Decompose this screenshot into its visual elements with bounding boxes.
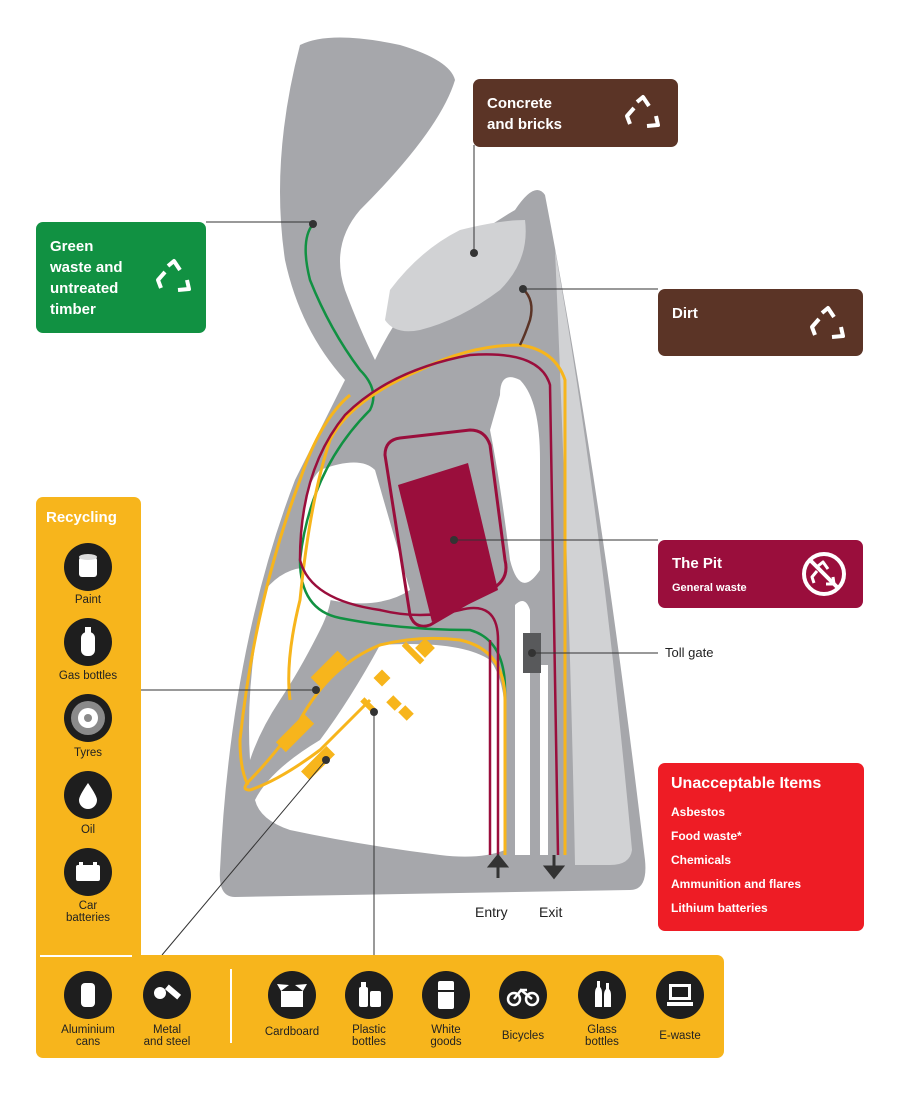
list-item: Lithium batteries xyxy=(671,901,768,915)
recycle-icon xyxy=(156,259,191,292)
callout-lines xyxy=(141,145,658,956)
concrete-title: Concrete and bricks xyxy=(487,95,563,133)
callout-dots xyxy=(309,220,536,764)
east-land xyxy=(555,250,632,865)
concrete-area xyxy=(385,220,526,332)
gas-bottle-icon xyxy=(64,618,112,666)
list-item: Ammunition and flares xyxy=(671,877,802,891)
outer-yellow xyxy=(238,393,351,786)
no-recycle-icon xyxy=(802,552,846,596)
island-south xyxy=(255,644,505,857)
gas-bottles-label: Gas bottles xyxy=(58,670,118,682)
island-west xyxy=(300,462,410,604)
list-item: Chemicals xyxy=(671,853,732,867)
maroon-route xyxy=(298,353,560,856)
pit-title: The Pit xyxy=(672,555,723,572)
bay-5 xyxy=(398,705,414,721)
recycling-bottom-panel: Aluminium cans Metal and steel Cardboard… xyxy=(36,955,724,1058)
plastic-bottle-icon xyxy=(345,971,393,1019)
aluminium-cans-label: Aluminium cans xyxy=(61,1024,115,1048)
green-route xyxy=(298,223,507,855)
glass-bottles-label: Glass bottles xyxy=(585,1024,619,1048)
cardboard-label: Cardboard xyxy=(264,1026,320,1038)
panel-divider xyxy=(40,955,132,957)
recycling-panel: Recycling Paint Gas bottles Tyres Oil Ca… xyxy=(36,497,141,962)
glass-bottle-icon xyxy=(578,971,626,1019)
recycling-bays xyxy=(275,638,435,780)
car-battery-icon xyxy=(64,848,112,896)
cardboard-box-icon xyxy=(268,971,316,1019)
entry-arrow-icon xyxy=(486,853,510,878)
paint-label: Paint xyxy=(74,594,102,606)
oil-drop-icon xyxy=(64,771,112,819)
dirt-title: Dirt xyxy=(672,305,698,322)
green-waste-box: Green waste and untreated timber xyxy=(36,222,206,333)
list-item: Asbestos xyxy=(671,805,726,819)
bay-tyre xyxy=(275,713,315,753)
recycling-title: Recycling xyxy=(46,509,117,526)
entry-label: Entry xyxy=(475,904,508,920)
bicycles-label: Bicycles xyxy=(501,1030,545,1042)
plastic-bottles-label: Plastic bottles xyxy=(352,1024,386,1048)
tyre-icon xyxy=(64,694,112,742)
computer-icon xyxy=(656,971,704,1019)
exit-arrow-icon xyxy=(542,855,566,880)
brown-route xyxy=(518,288,533,346)
pit-outline xyxy=(383,428,508,628)
pit-subtitle: General waste xyxy=(672,582,747,594)
tyres-label: Tyres xyxy=(73,747,103,759)
metal-label: Metal and steel xyxy=(143,1024,191,1048)
island-exit xyxy=(540,665,548,855)
toll-gate-label: Toll gate xyxy=(665,645,714,660)
car-batteries-label: Car batteries xyxy=(65,900,111,924)
metal-icon xyxy=(143,971,191,1019)
unacceptable-box: Unacceptable Items Asbestos Food waste* … xyxy=(658,763,864,931)
pit-area xyxy=(398,463,498,622)
bay-4 xyxy=(386,695,402,711)
recycle-icon xyxy=(810,306,845,339)
green-waste-title: Green waste and untreated timber xyxy=(50,238,123,318)
bay-1 xyxy=(415,638,435,658)
island-center xyxy=(490,377,540,583)
bay-3 xyxy=(401,641,425,665)
bicycle-icon xyxy=(499,971,547,1019)
callout-metal xyxy=(161,759,327,956)
bay-gas xyxy=(310,650,348,688)
pit-box: The Pit General waste xyxy=(658,540,863,608)
bay-2 xyxy=(373,669,391,687)
concrete-box: Concrete and bricks xyxy=(473,79,678,147)
aluminium-can-icon xyxy=(64,971,112,1019)
unacceptable-title: Unacceptable Items xyxy=(671,775,822,792)
fridge-icon xyxy=(422,971,470,1019)
recycle-icon xyxy=(625,95,660,128)
bay-metal xyxy=(301,746,335,780)
e-waste-label: E-waste xyxy=(659,1030,701,1042)
white-goods-label: White goods xyxy=(430,1024,462,1048)
list-item: Food waste* xyxy=(671,829,742,843)
dirt-box: Dirt xyxy=(658,289,863,356)
oil-label: Oil xyxy=(80,824,96,836)
exit-label: Exit xyxy=(539,904,563,920)
unacceptable-list: Asbestos Food waste* Chemicals Ammunitio… xyxy=(671,805,801,925)
group-divider xyxy=(230,969,232,1043)
paint-tin-icon xyxy=(64,543,112,591)
